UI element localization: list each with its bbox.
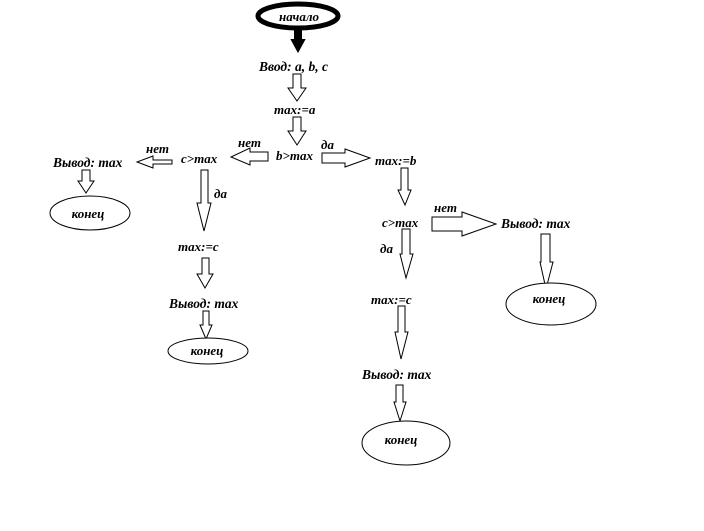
right-end-yes-label: конец bbox=[384, 432, 418, 447]
cond-b-no-label: нет bbox=[238, 135, 261, 150]
left-cond-c-no-label: нет bbox=[146, 141, 169, 156]
arrow-right-cond-c-no bbox=[431, 211, 498, 237]
right-cond-c-yes-label: да bbox=[380, 241, 393, 256]
right-cond-c-label: c>max bbox=[382, 215, 419, 230]
assign-a-label: max:=a bbox=[274, 102, 316, 117]
start-label: начало bbox=[278, 9, 320, 24]
left-end-no-label: конец bbox=[71, 206, 105, 221]
arrow-left-cond-c-yes bbox=[196, 169, 212, 232]
arrow-assign-a-to-cond-b bbox=[287, 116, 307, 146]
left-assign-c-label: max:=c bbox=[178, 239, 219, 254]
right-assign-b-label: max:=b bbox=[375, 153, 417, 168]
arrow-left-cond-c-no bbox=[135, 155, 173, 169]
arrow-right-output-yes-to-end bbox=[393, 384, 407, 423]
left-end-no-terminal bbox=[49, 195, 131, 231]
left-output-no-label: Вывод: max bbox=[53, 155, 123, 170]
arrow-right-output-no-to-end bbox=[539, 233, 554, 290]
start-arrow bbox=[290, 27, 306, 54]
left-end-yes-label: конец bbox=[190, 343, 224, 358]
arrow-left-assign-c-to-output bbox=[196, 257, 214, 290]
right-output-yes-label: Вывод: max bbox=[362, 367, 432, 382]
cond-b-yes-label: да bbox=[321, 137, 334, 152]
arrow-cond-b-no bbox=[229, 147, 269, 166]
right-end-no-label: конец bbox=[532, 291, 566, 306]
left-output-yes-label: Вывод: max bbox=[169, 296, 239, 311]
right-end-no-terminal bbox=[505, 282, 597, 326]
right-assign-c-label: max:=c bbox=[371, 292, 412, 307]
arrow-left-output-to-end bbox=[77, 169, 95, 194]
input-label: Ввод: a, b, c bbox=[259, 59, 328, 74]
arrow-right-assign-b-to-cond-c bbox=[397, 167, 412, 207]
arrow-right-assign-c-to-output bbox=[394, 305, 409, 360]
left-cond-c-label: c>max bbox=[181, 151, 218, 166]
cond-b-label: b>max bbox=[276, 148, 314, 163]
right-end-yes-terminal bbox=[361, 420, 451, 466]
arrow-left-output-yes-to-end bbox=[199, 310, 213, 341]
arrow-right-cond-c-yes bbox=[399, 228, 414, 280]
left-end-yes-terminal bbox=[167, 337, 249, 365]
arrow-input-to-assign-a bbox=[287, 73, 307, 102]
right-output-no-label: Вывод: max bbox=[501, 216, 571, 231]
left-cond-c-yes-label: да bbox=[214, 186, 227, 201]
arrow-cond-b-yes bbox=[321, 148, 372, 168]
right-cond-c-no-label: нет bbox=[434, 200, 457, 215]
